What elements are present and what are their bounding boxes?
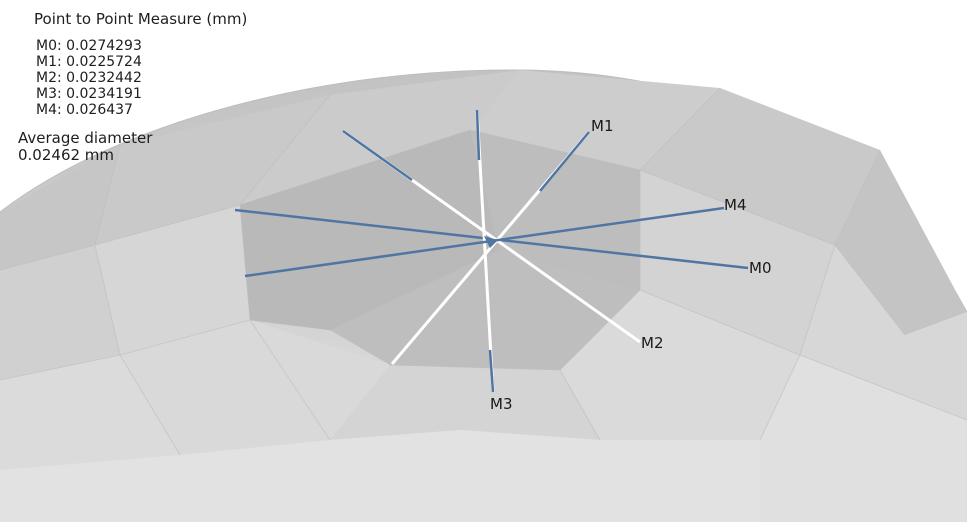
measure-line-m2-blue <box>342 129 413 182</box>
measurement-m4: M4: 0.026437 <box>36 102 133 118</box>
average-diameter-label: Average diameter <box>18 129 153 147</box>
average-diameter-value: 0.02462 mm <box>18 146 115 164</box>
measurement-m2: M2: 0.0232442 <box>36 70 142 86</box>
measure-panel-title: Point to Point Measure (mm) <box>34 10 248 28</box>
measurement-labels: M1 M4 M0 M2 M3 <box>490 117 772 413</box>
measure-line-m3-blue-top <box>475 109 481 161</box>
mesh-facets <box>0 70 967 522</box>
measurement-lines <box>234 109 749 393</box>
label-m2: M2 <box>641 334 664 352</box>
average-diameter: Average diameter 0.02462 mm <box>18 130 247 164</box>
measurement-m1: M1: 0.0225724 <box>36 54 142 70</box>
center-marker <box>484 236 498 248</box>
measurement-m0: M0: 0.0274293 <box>36 38 142 54</box>
measure-line-m4[interactable] <box>244 206 725 278</box>
label-m0: M0 <box>749 259 772 277</box>
measurement-m3: M3: 0.0234191 <box>36 86 142 102</box>
measure-line-m1-blue <box>539 131 590 192</box>
measure-line-m3-blue-bottom <box>488 349 495 393</box>
label-m1: M1 <box>591 117 614 135</box>
measurement-list: M0: 0.0274293 M1: 0.0225724 M2: 0.023244… <box>34 38 247 118</box>
measure-panel: Point to Point Measure (mm) M0: 0.027429… <box>18 10 248 164</box>
label-m4: M4 <box>724 196 747 214</box>
label-m3: M3 <box>490 395 513 413</box>
